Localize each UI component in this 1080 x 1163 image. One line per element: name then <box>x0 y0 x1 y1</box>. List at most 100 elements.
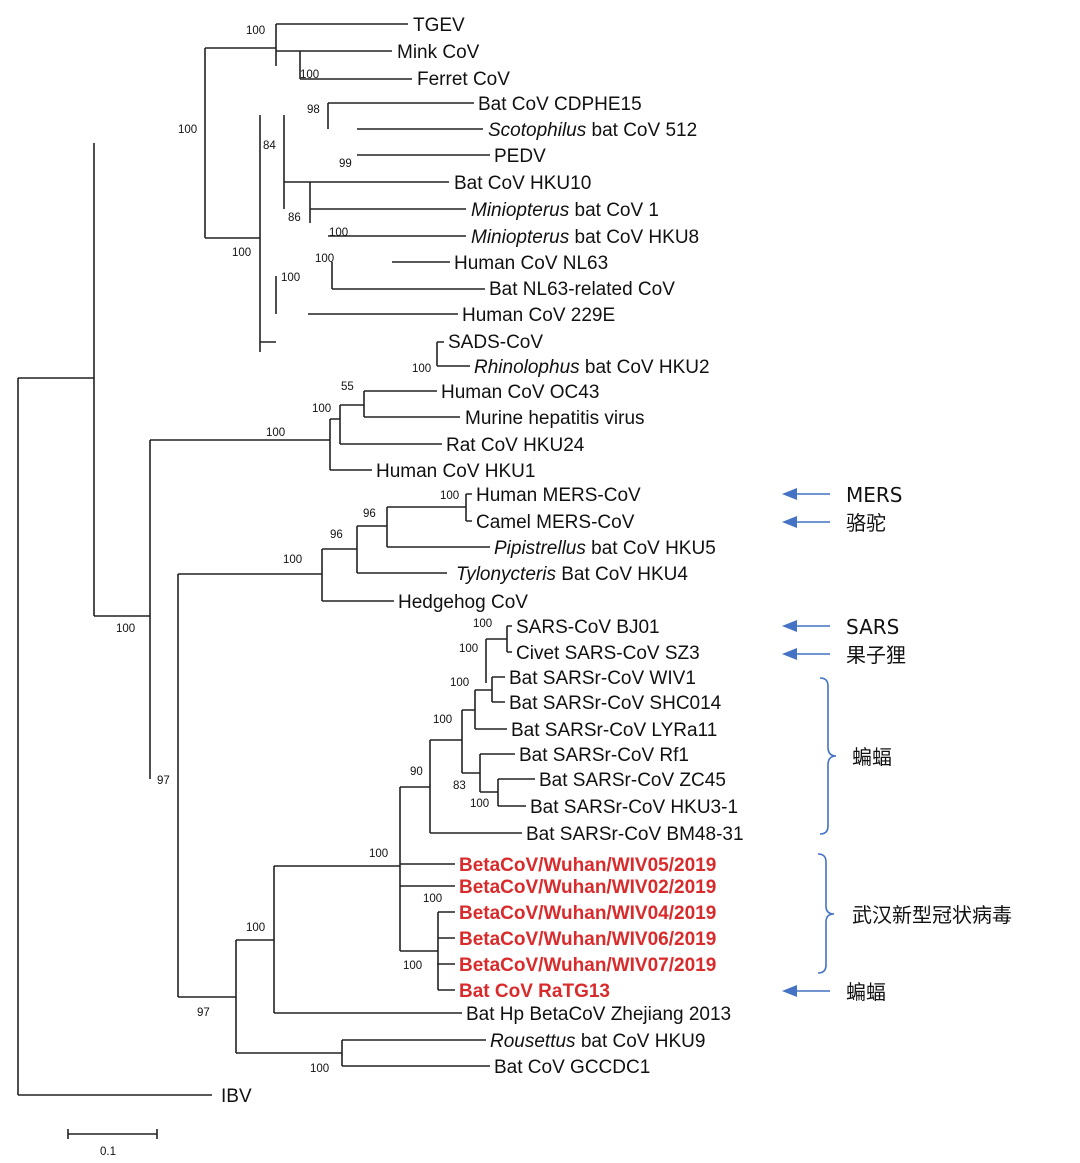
leaf-rf1: Bat SARSr-CoV Rf1 <box>519 745 689 766</box>
annotation-sars: SARS <box>846 615 899 639</box>
leaf-rousettus-hku9-rest: bat CoV HKU9 <box>576 1031 706 1052</box>
bootstrap-value: 97 <box>197 1007 210 1019</box>
bootstrap-value: 100 <box>440 490 459 502</box>
leaf-miniopterus-hku8-genus: Miniopterus <box>471 227 570 248</box>
bootstrap-value: 100 <box>423 893 442 905</box>
branches-alpha <box>93 23 490 450</box>
bootstrap-value: 86 <box>288 212 301 224</box>
leaf-nl63: Human CoV NL63 <box>454 253 608 274</box>
bootstrap-value: 100 <box>450 677 469 689</box>
bootstrap-value: 100 <box>433 714 452 726</box>
bootstrap-value: 100 <box>403 960 422 972</box>
bootstrap-value: 100 <box>283 554 302 566</box>
leaf-miniopterus-hku8: Miniopterus bat CoV HKU8 <box>471 227 699 248</box>
annotation-mers: MERS <box>846 483 902 507</box>
arrow-sars <box>782 620 830 632</box>
bootstrap-value: 100 <box>369 848 388 860</box>
leaf-rhinolophus-hku2: Rhinolophus bat CoV HKU2 <box>474 357 710 378</box>
bootstrap-value: 55 <box>341 381 354 393</box>
leaf-hedgehog: Hedgehog CoV <box>398 592 528 613</box>
leaf-pipistrellus-hku5-genus: Pipistrellus <box>494 538 586 559</box>
bootstrap-value: 100 <box>312 403 331 415</box>
brace-bat-sarsr <box>819 677 837 835</box>
bootstrap-value: 100 <box>116 623 135 635</box>
leaf-shc014: Bat SARSr-CoV SHC014 <box>509 693 722 714</box>
leaf-ibv: IBV <box>221 1086 252 1107</box>
bootstrap-value: 98 <box>307 104 320 116</box>
leaf-wiv07: BetaCoV/Wuhan/WIV07/2019 <box>459 955 716 976</box>
bootstrap-value: 100 <box>281 272 300 284</box>
leaf-zhejiang-2013: Bat Hp BetaCoV Zhejiang 2013 <box>466 1004 731 1025</box>
bootstrap-value: 100 <box>459 643 478 655</box>
leaf-oc43: Human CoV OC43 <box>441 382 599 403</box>
annotation-civet: 果子狸 <box>846 643 906 667</box>
bootstrap-values: 100 100 98 99 84 86 100 100 100 100 100 … <box>116 25 492 1075</box>
leaf-scotophilus-512: Scotophilus bat CoV 512 <box>488 120 697 141</box>
leaf-nl63-related: Bat NL63-related CoV <box>489 279 675 300</box>
scale-bar-label: 0.1 <box>100 1146 116 1158</box>
bootstrap-value: 100 <box>266 427 285 439</box>
annotation-bat-1: 蝙蝠 <box>852 745 892 769</box>
bootstrap-value: 97 <box>157 775 170 787</box>
leaf-sars-bj01: SARS-CoV BJ01 <box>516 617 660 638</box>
leaf-rousettus-hku9-genus: Rousettus <box>490 1031 576 1052</box>
leaf-scotophilus-512-genus: Scotophilus <box>488 120 587 141</box>
leaf-rousettus-hku9: Rousettus bat CoV HKU9 <box>490 1031 705 1052</box>
annotation-wuhan: 武汉新型冠状病毒 <box>852 903 1012 927</box>
arrow-camel <box>782 516 830 528</box>
bootstrap-value: 99 <box>339 158 352 170</box>
leaf-rat-hku24: Rat CoV HKU24 <box>446 435 585 456</box>
leaf-tylonycteris-hku4: Tylonycteris Bat CoV HKU4 <box>456 564 688 585</box>
scale-bar: 0.1 <box>67 1129 158 1158</box>
bootstrap-value: 83 <box>453 780 466 792</box>
leaf-miniopterus-1-genus: Miniopterus <box>471 200 570 221</box>
annotation-camel: 骆驼 <box>846 511 886 535</box>
bootstrap-value: 100 <box>310 1063 329 1075</box>
branches-beta-nobeco <box>177 574 490 1067</box>
leaf-tylonycteris-hku4-genus: Tylonycteris <box>456 564 556 585</box>
branches-beta-embeco <box>93 390 460 779</box>
bootstrap-value: 84 <box>263 140 276 152</box>
tree-branches <box>17 23 535 1096</box>
brace-wuhan <box>817 853 835 974</box>
bootstrap-value: 100 <box>473 618 492 630</box>
leaf-tylonycteris-hku4-rest: Bat CoV HKU4 <box>556 564 688 585</box>
bootstrap-value: 100 <box>329 227 348 239</box>
arrow-left-icon <box>782 488 797 500</box>
leaf-gccdc1: Bat CoV GCCDC1 <box>494 1057 650 1078</box>
annotations: MERS 骆驼 SARS 果子狸 蝙蝠 武汉新型冠状病毒 蝙蝠 <box>782 483 1012 1004</box>
leaf-scotophilus-512-rest: bat CoV 512 <box>586 120 697 141</box>
leaf-wiv06: BetaCoV/Wuhan/WIV06/2019 <box>459 929 716 950</box>
branches-beta-merbeco <box>178 493 490 602</box>
leaf-miniopterus-1-rest: bat CoV 1 <box>569 200 659 221</box>
leaf-zc45: Bat SARSr-CoV ZC45 <box>539 770 726 791</box>
leaf-bm48: Bat SARSr-CoV BM48-31 <box>526 824 744 845</box>
leaf-mhv: Murine hepatitis virus <box>465 408 645 429</box>
leaf-hku3: Bat SARSr-CoV HKU3-1 <box>530 797 738 818</box>
arrow-ratg13 <box>782 985 830 997</box>
leaf-229e: Human CoV 229E <box>462 305 615 326</box>
leaf-wiv05: BetaCoV/Wuhan/WIV05/2019 <box>459 855 716 876</box>
leaf-pipistrellus-hku5-rest: bat CoV HKU5 <box>586 538 716 559</box>
bootstrap-value: 96 <box>363 508 376 520</box>
arrow-left-icon <box>782 985 797 997</box>
arrow-left-icon <box>782 648 797 660</box>
leaf-camel-mers: Camel MERS-CoV <box>476 512 635 533</box>
bootstrap-value: 100 <box>178 124 197 136</box>
leaf-human-mers: Human MERS-CoV <box>476 485 641 506</box>
annotation-bat-2: 蝙蝠 <box>846 980 886 1004</box>
bootstrap-value: 100 <box>246 25 265 37</box>
leaf-rhinolophus-hku2-genus: Rhinolophus <box>474 357 580 378</box>
arrow-left-icon <box>782 620 797 632</box>
bootstrap-value: 100 <box>470 798 489 810</box>
leaf-rhinolophus-hku2-rest: bat CoV HKU2 <box>580 357 710 378</box>
leaf-ratg13: Bat CoV RaTG13 <box>459 981 610 1002</box>
leaf-hku10: Bat CoV HKU10 <box>454 173 591 194</box>
bootstrap-value: 100 <box>246 922 265 934</box>
branches-root <box>17 377 212 1096</box>
leaf-labels: TGEV Mink CoV Ferret CoV Bat CoV CDPHE15… <box>221 15 744 1107</box>
bootstrap-value: 100 <box>232 247 251 259</box>
leaf-civet-sz3: Civet SARS-CoV SZ3 <box>516 643 700 664</box>
bootstrap-value: 100 <box>300 69 319 81</box>
